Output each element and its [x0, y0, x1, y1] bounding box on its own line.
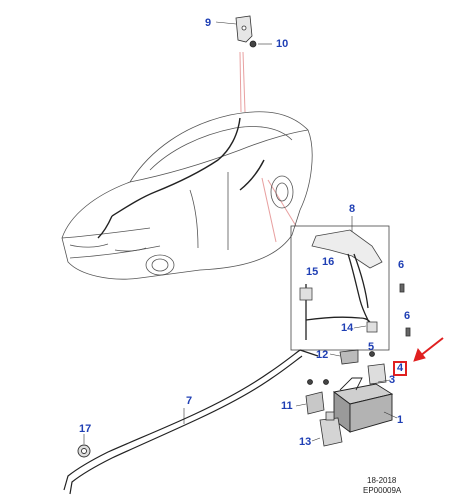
vehicle-outline [61, 111, 313, 280]
callout-6-upper: 6 [398, 259, 405, 271]
callout-10: 10 [276, 38, 289, 50]
main-harness-7 [63, 349, 319, 495]
grommet-17 [77, 444, 91, 458]
sensor-12 [339, 349, 359, 365]
bolts-5 [307, 351, 375, 385]
callout-11: 11 [281, 400, 293, 412]
callout-leaders [83, 21, 398, 444]
callout-5: 5 [368, 341, 375, 353]
leader-lines [239, 51, 297, 243]
footer-code: EP00009A [363, 486, 402, 495]
callout-6-lower: 6 [404, 310, 411, 322]
footer-date: 18-2018 [367, 476, 397, 485]
cover-11 [305, 391, 325, 415]
callout-16: 16 [322, 256, 335, 268]
battery-1 [332, 377, 394, 433]
callout-14: 14 [341, 322, 354, 334]
callout-12: 12 [316, 349, 329, 361]
callout-13: 13 [299, 436, 312, 448]
detail-box [290, 225, 390, 351]
callout-4-highlighted: 4 [393, 361, 408, 376]
callout-7: 7 [186, 395, 193, 407]
callout-17: 17 [79, 423, 92, 435]
bracket-9 [235, 15, 253, 43]
reservoir-13 [319, 411, 343, 447]
callout-9: 9 [205, 17, 212, 29]
vehicle-wiring [97, 117, 265, 239]
bracket-3 [367, 363, 387, 385]
callout-15: 15 [306, 266, 319, 278]
callout-3: 3 [389, 374, 396, 386]
callout-8: 8 [349, 203, 356, 215]
red-pointer-arrow [413, 337, 444, 362]
callout-1: 1 [397, 414, 404, 426]
bolt-10 [249, 40, 257, 48]
fasteners-6 [399, 283, 411, 337]
